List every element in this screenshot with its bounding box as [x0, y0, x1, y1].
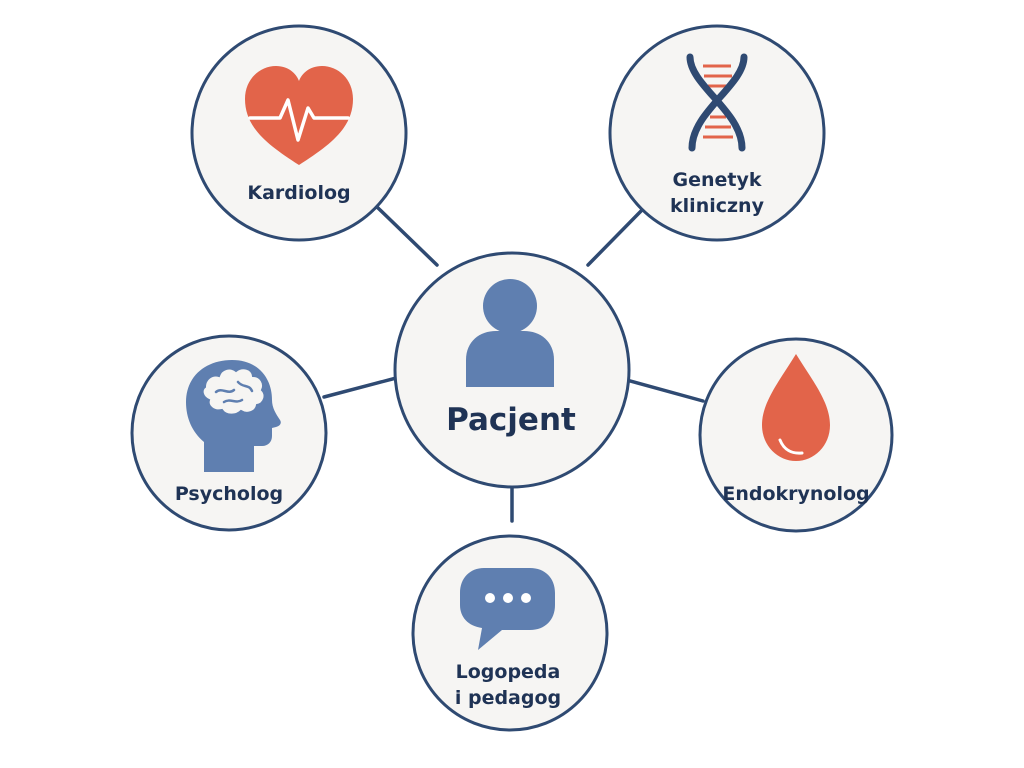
connector-genetyk	[586, 205, 647, 267]
connector-psycholog	[322, 375, 402, 399]
node-label-genetyk-line2: kliniczny	[670, 195, 765, 217]
node-pacjent: Pacjent	[393, 251, 631, 489]
node-label-logopeda-line2: i pedagog	[455, 687, 561, 709]
node-kardiolog: Kardiolog	[190, 24, 408, 242]
node-logopeda: Logopeda i pedagog	[411, 534, 609, 732]
center-label: Pacjent	[446, 402, 576, 438]
heart-pulse-icon	[245, 66, 353, 165]
node-label-genetyk-line1: Genetyk	[673, 169, 762, 191]
blood-drop-icon	[762, 354, 830, 461]
speech-bubble-icon	[460, 568, 555, 650]
connectors	[322, 205, 705, 523]
person-icon	[466, 279, 554, 387]
node-label-logopeda-line1: Logopeda	[456, 661, 561, 683]
node-label-endokrynolog: Endokrynolog	[722, 483, 869, 505]
connector-endokrynolog	[621, 377, 705, 403]
node-endokrynolog: Endokrynolog	[698, 337, 894, 533]
node-label-psycholog: Psycholog	[175, 483, 283, 505]
node-genetyk: Genetyk kliniczny	[608, 24, 826, 242]
dna-icon	[686, 53, 748, 152]
node-psycholog: Psycholog	[130, 334, 328, 532]
node-label-kardiolog: Kardiolog	[247, 182, 350, 204]
brain-head-icon	[186, 360, 281, 472]
connector-kardiolog	[375, 205, 439, 267]
